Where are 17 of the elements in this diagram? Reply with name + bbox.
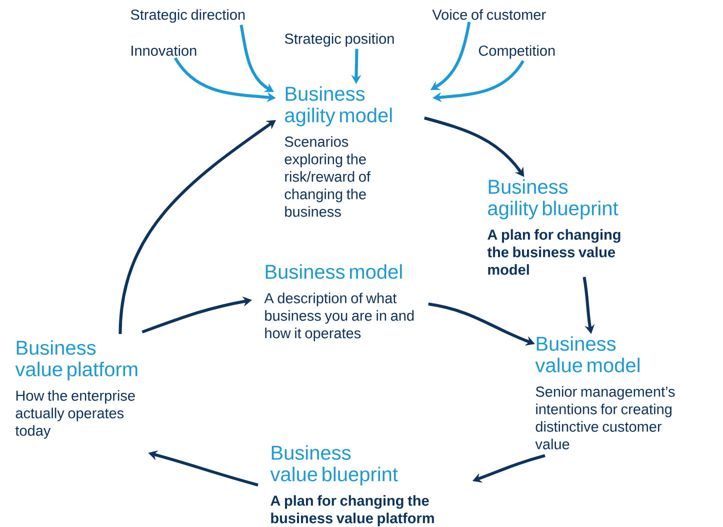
concept-description: A plan for changing the business value platform [270, 495, 434, 526]
concept-heading: Business value platform [15, 340, 138, 380]
concept-description: How the enterprise actually operates today [15, 390, 135, 439]
concept-description: A plan for changing the business value model [487, 229, 620, 275]
input-label: Competition [478, 45, 555, 59]
concept-heading: Business model [266, 264, 402, 279]
concept-heading: Business agility model [285, 86, 392, 126]
input-label: Voice of customer [432, 9, 546, 20]
input-label: Strategic position [284, 33, 394, 47]
concept-heading: Business value blueprint [270, 445, 398, 486]
concept-description: Senior management’s intentions for creating distinctive customer value [535, 386, 675, 450]
concept-heading: Business value model [535, 336, 640, 372]
concept-heading: Business agility blueprint [488, 179, 618, 220]
input-label: Innovation [132, 45, 196, 56]
input-label: Strategic direction [130, 9, 245, 23]
concept-description: A description of what business you are in and how it operates [264, 292, 414, 342]
concept-description: Scenarios exploring the risk/reward of changing the business [284, 136, 371, 217]
